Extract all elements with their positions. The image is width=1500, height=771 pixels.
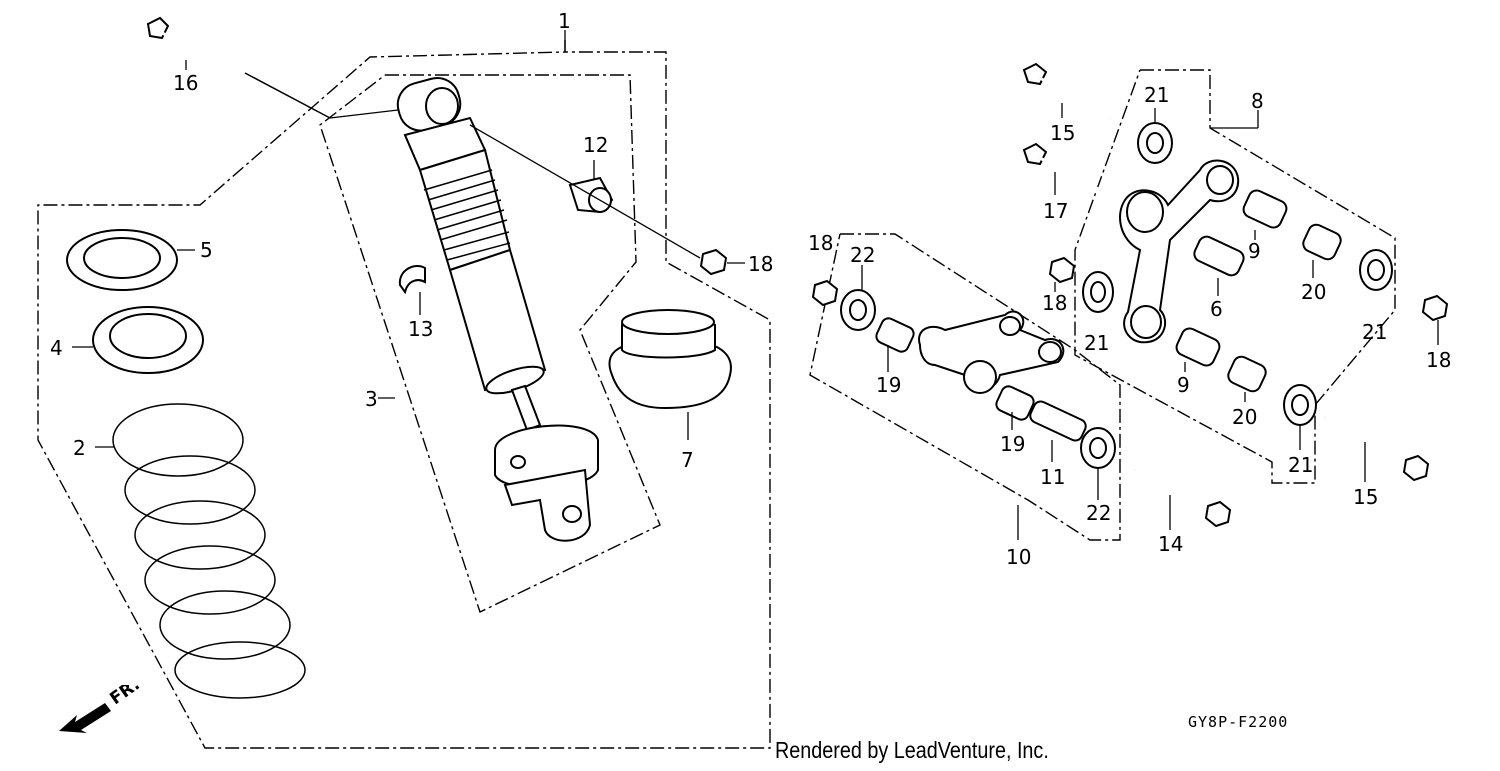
bolt-14[interactable]	[1134, 468, 1232, 528]
bolt-15-bottom[interactable]	[1324, 416, 1430, 482]
collar-9-bottom[interactable]	[1174, 326, 1222, 368]
callout-15-top: 15	[1050, 121, 1075, 145]
collar-19-left[interactable]	[874, 316, 916, 354]
bolt-16[interactable]	[146, 16, 331, 119]
callout-14: 14	[1158, 532, 1183, 556]
callout-21-left: 21	[1084, 331, 1109, 355]
assembly-outline-shock	[37, 40, 771, 749]
callout-6: 6	[1210, 297, 1223, 321]
callout-9-bottom: 9	[1177, 373, 1190, 397]
link-arm-8[interactable]	[1119, 159, 1240, 344]
callout-16: 16	[173, 71, 198, 95]
collar-11[interactable]	[1028, 399, 1088, 443]
bushing-20-bottom[interactable]	[1226, 354, 1269, 394]
collar-19-right[interactable]	[994, 384, 1036, 422]
spring-2[interactable]	[112, 403, 306, 699]
callout-22-bottom: 22	[1086, 501, 1111, 525]
callout-21-right: 21	[1362, 320, 1387, 344]
bushing-20-top[interactable]	[1301, 222, 1344, 262]
callout-20-bottom: 20	[1232, 405, 1257, 429]
bearing-21-left[interactable]	[1082, 271, 1114, 313]
shock-absorber[interactable]	[393, 73, 599, 542]
callout-19-left: 19	[876, 373, 901, 397]
lock-nut-5[interactable]	[66, 229, 178, 291]
nut-18-left[interactable]	[699, 248, 728, 276]
callout-11: 11	[1040, 465, 1065, 489]
bolt-15-top[interactable]	[1022, 62, 1111, 120]
callout-4: 4	[50, 336, 63, 360]
callout-18-link: 18	[808, 231, 833, 255]
front-direction-marker: FR.	[55, 675, 165, 749]
collar-6[interactable]	[1192, 234, 1246, 278]
assembly-outline-link-arm	[1074, 69, 1396, 484]
lock-nut-4[interactable]	[92, 306, 204, 374]
assembly-outline-link-rod	[809, 233, 1121, 541]
nut-18-far-right[interactable]	[1421, 294, 1449, 322]
callout-10: 10	[1006, 545, 1031, 569]
drawing-code: GY8P-F2200	[1188, 713, 1289, 731]
bearing-21-right[interactable]	[1359, 249, 1393, 291]
callout-7: 7	[681, 448, 694, 472]
callout-18-far-right: 18	[1426, 348, 1451, 372]
callout-2: 2	[73, 436, 86, 460]
front-label: FR.	[106, 685, 143, 709]
callout-20-top: 20	[1301, 280, 1326, 304]
callout-5: 5	[200, 238, 213, 262]
collar-9-top[interactable]	[1241, 188, 1289, 230]
callout-21-top: 21	[1144, 83, 1169, 107]
callout-12: 12	[583, 133, 608, 157]
assembly-outline-shock-body	[319, 74, 661, 613]
callout-22-top: 22	[850, 243, 875, 267]
callout-21-bottom: 21	[1288, 453, 1313, 477]
callout-13: 13	[408, 317, 433, 341]
bearing-21-bottom[interactable]	[1283, 384, 1317, 426]
part-13-clip[interactable]	[398, 265, 426, 295]
bearing-22-right[interactable]	[1080, 427, 1116, 469]
front-arrow-icon: FR.	[59, 675, 144, 733]
bearing-22-left[interactable]	[840, 289, 876, 331]
link-rod-10[interactable]	[918, 310, 1065, 394]
callout-17: 17	[1043, 199, 1068, 223]
callout-3: 3	[365, 387, 378, 411]
spring-seat-7[interactable]	[608, 309, 732, 410]
callout-18-mid: 18	[1042, 291, 1067, 315]
nut-18-mid[interactable]	[1048, 256, 1076, 284]
render-credit: Rendered by LeadVenture, Inc.	[775, 737, 1049, 763]
callout-18-left: 18	[748, 252, 773, 276]
bolt-17[interactable]	[1022, 142, 1101, 192]
nut-18-link[interactable]	[811, 279, 839, 307]
callout-1: 1	[558, 9, 571, 33]
callout-15-bottom: 15	[1353, 485, 1378, 509]
callout-19-right: 19	[1000, 432, 1025, 456]
callout-8: 8	[1251, 89, 1264, 113]
callout-9-top: 9	[1248, 239, 1261, 263]
bearing-21-top[interactable]	[1137, 122, 1173, 164]
